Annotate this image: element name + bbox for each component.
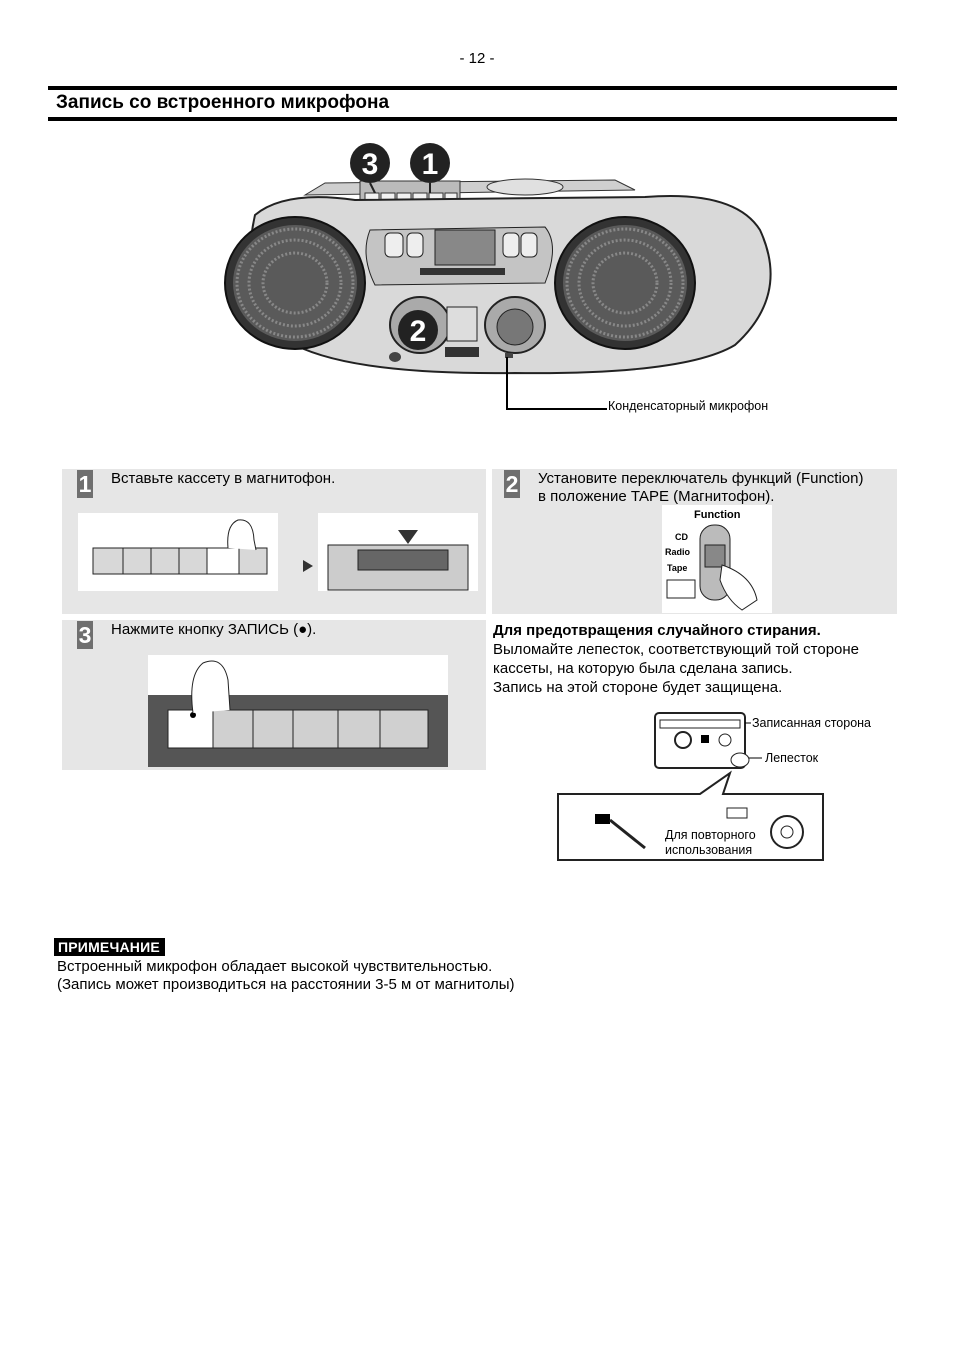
erase-protection-line1: Выломайте лепесток, соответствующий той … [493,641,860,658]
callout-3: 3 [350,143,390,183]
erase-protection-text: Для предотвращения случайного стирания. … [493,621,903,697]
function-switch-illustration: Function CD Radio Tape [662,505,772,613]
step-3-number: 3 [77,621,93,649]
callout-1: 1 [410,143,450,183]
erase-protection-heading: Для предотвращения случайного стирания. [493,622,821,639]
svg-text:3: 3 [362,148,379,181]
step-3-illustration [148,655,448,767]
step-2-text-line1: Установите переключатель функций (Functi… [538,470,864,487]
reuse-label-line1: Для повторного [665,828,756,842]
mic-label: Конденсаторный микрофон [608,399,769,413]
svg-text:Tape: Tape [667,563,687,573]
svg-text:1: 1 [422,148,439,181]
step-1-illustration [78,513,478,591]
svg-text:2: 2 [410,315,427,348]
reuse-label-line2: использования [665,843,753,857]
page-number: - 12 - [459,50,495,67]
title-rule-top [48,86,897,90]
note-line1: Встроенный микрофон обладает высокой чув… [57,958,493,975]
erase-protection-line3: Запись на этой стороне будет защищена. [493,679,783,696]
cassette-diagram [557,712,824,861]
step-2-number: 2 [504,470,520,498]
erase-protection-line2: кассеты, на которую была сделана запись. [493,660,793,677]
callout-2: 2 [398,310,438,350]
step-3-text: Нажмите кнопку ЗАПИСЬ (●). [111,621,317,638]
step-1-text: Вставьте кассету в магнитофон. [111,470,336,487]
note-text: Встроенный микрофон обладает высокой чув… [57,958,515,994]
recorded-side-label: Записанная сторона [752,716,872,730]
page-title: Запись со встроенного микрофона [56,92,390,113]
step-1-number: 1 [77,470,93,498]
title-rule-bottom [48,117,897,121]
note-badge: ПРИМЕЧАНИЕ [54,938,165,956]
boombox-illustration: 3 1 2 [224,143,772,410]
step-2-text-line2: в положение TAPE (Магнитофон). [538,488,775,505]
svg-text:Radio: Radio [665,547,691,557]
svg-text:Function: Function [694,509,741,521]
svg-text:CD: CD [675,532,688,542]
tab-label: Лепесток [765,751,819,765]
note-line2: (Запись может производиться на расстояни… [57,976,515,993]
